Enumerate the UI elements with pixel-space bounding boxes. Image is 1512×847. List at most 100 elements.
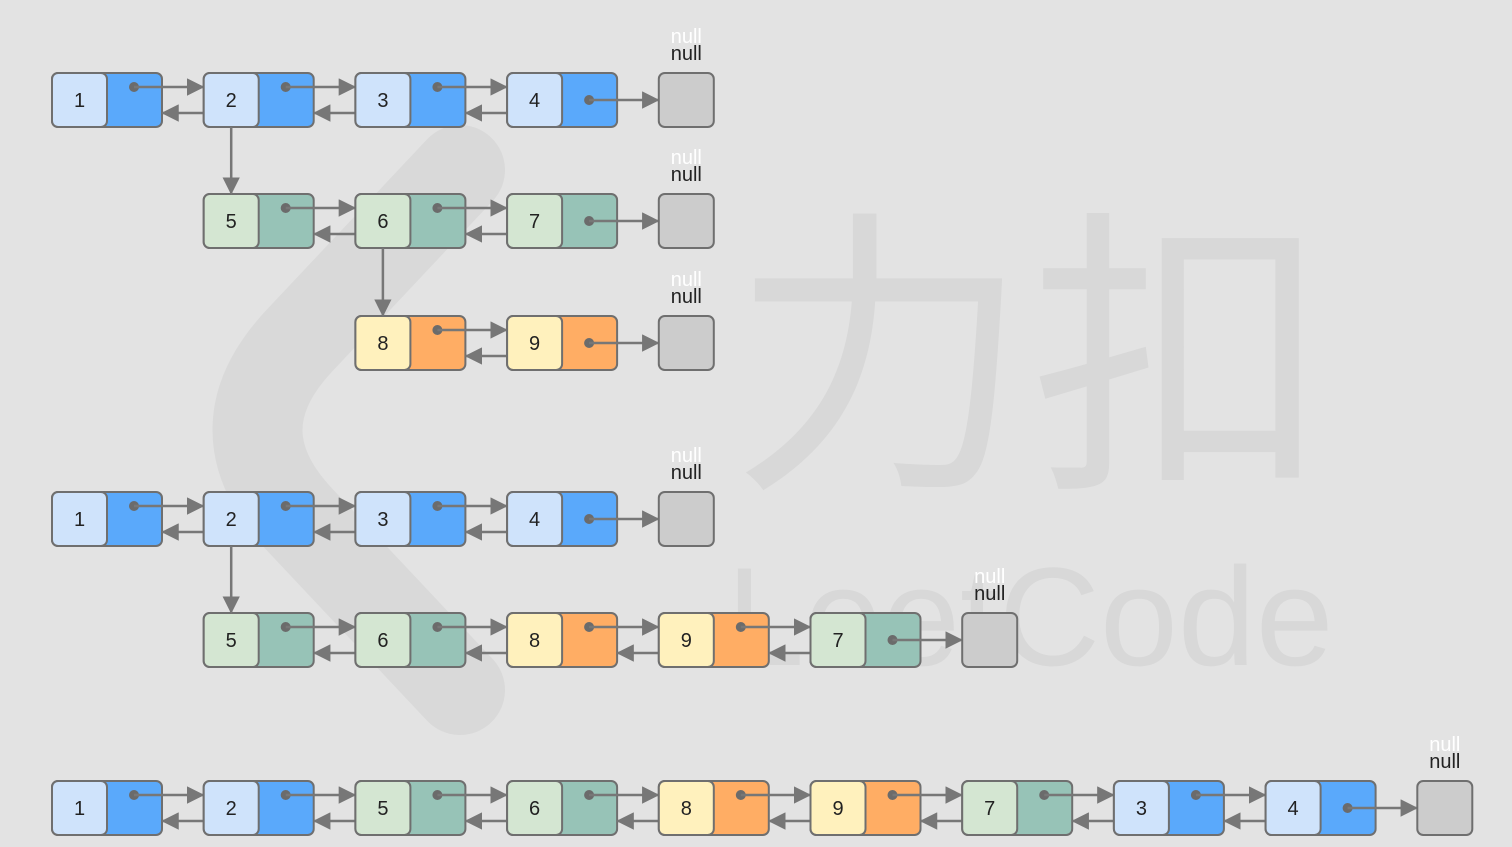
node-value-label: 5 bbox=[226, 211, 237, 233]
null-label-shadow: null bbox=[671, 269, 702, 291]
node-value-label: 1 bbox=[74, 798, 85, 820]
node-value-label: 7 bbox=[529, 211, 540, 233]
list-node-8: 8 bbox=[506, 612, 660, 668]
node-value-label: 9 bbox=[832, 798, 843, 820]
node-value-label: 2 bbox=[226, 90, 237, 112]
list-node-3: 3 bbox=[1112, 780, 1267, 836]
list-node-8: 8 bbox=[354, 315, 508, 371]
node-value-label: 4 bbox=[1288, 798, 1299, 820]
node-value-label: 2 bbox=[226, 509, 237, 531]
node-value-cell bbox=[506, 315, 564, 371]
node-value-label: 1 bbox=[74, 90, 85, 112]
list-node-5: 5 bbox=[202, 612, 357, 668]
node-value-cell bbox=[506, 612, 564, 668]
node-value-label: 3 bbox=[377, 90, 388, 112]
node-value-cell bbox=[51, 780, 108, 836]
node-value-label: 3 bbox=[377, 509, 388, 531]
node-value-label: 8 bbox=[681, 798, 692, 820]
node-value-cell bbox=[506, 193, 564, 249]
list-node-9: 9 bbox=[506, 315, 660, 371]
node-value-cell bbox=[657, 612, 715, 668]
node-value-cell bbox=[202, 780, 260, 836]
watermark-brand-cn: 力扣 bbox=[730, 187, 1330, 536]
null-box bbox=[657, 193, 715, 249]
node-value-label: 9 bbox=[529, 333, 540, 355]
null-box bbox=[657, 315, 715, 371]
list-node-7: 7 bbox=[961, 780, 1115, 836]
null-label: null bbox=[671, 462, 702, 484]
list-node-3: 3 bbox=[354, 72, 508, 128]
list-node-4: 4 bbox=[1264, 780, 1419, 836]
list-node-1: 1 bbox=[51, 72, 205, 128]
null-box bbox=[1416, 780, 1474, 836]
node-value-cell bbox=[1264, 780, 1322, 836]
node-value-label: 4 bbox=[529, 90, 540, 112]
null-label-shadow: null bbox=[671, 147, 702, 169]
node-value-cell bbox=[809, 780, 867, 836]
null-label: null bbox=[671, 164, 702, 186]
node-value-cell bbox=[657, 780, 715, 836]
node-value-cell bbox=[961, 780, 1019, 836]
list-node-7: 7 bbox=[809, 612, 963, 668]
node-value-cell bbox=[354, 72, 412, 128]
list-node-7: 7 bbox=[506, 193, 660, 249]
node-value-label: 3 bbox=[1136, 798, 1147, 820]
node-value-cell bbox=[506, 780, 564, 836]
node-value-label: 8 bbox=[529, 630, 540, 652]
null-box bbox=[961, 612, 1019, 668]
null-label: null bbox=[974, 583, 1005, 605]
node-value-cell bbox=[51, 72, 108, 128]
null-box bbox=[657, 72, 715, 128]
node-value-label: 1 bbox=[74, 509, 85, 531]
list-node-6: 6 bbox=[506, 780, 660, 836]
list-node-9: 9 bbox=[809, 780, 963, 836]
node-value-label: 2 bbox=[226, 798, 237, 820]
node-value-label: 6 bbox=[377, 630, 388, 652]
node-value-label: 9 bbox=[681, 630, 692, 652]
node-value-cell bbox=[354, 780, 412, 836]
null-label-shadow: null bbox=[1429, 734, 1460, 756]
null-label-shadow: null bbox=[671, 26, 702, 48]
list-node-1: 1 bbox=[51, 491, 205, 547]
node-value-label: 8 bbox=[377, 333, 388, 355]
node-value-label: 7 bbox=[984, 798, 995, 820]
list-node-2: 2 bbox=[202, 72, 357, 128]
node-value-label: 5 bbox=[377, 798, 388, 820]
node-value-label: 5 bbox=[226, 630, 237, 652]
node-value-cell bbox=[354, 612, 412, 668]
null-label: null bbox=[671, 286, 702, 308]
list-node-8: 8 bbox=[657, 780, 812, 836]
list-node-4: 4 bbox=[506, 72, 660, 128]
null-label: null bbox=[1429, 751, 1460, 773]
leetcode-watermark: 力扣 LeetCode bbox=[212, 125, 1334, 735]
node-value-cell bbox=[354, 491, 412, 547]
node-value-label: 4 bbox=[529, 509, 540, 531]
list-node-2: 2 bbox=[202, 491, 357, 547]
list-node-6: 6 bbox=[354, 612, 508, 668]
node-value-cell bbox=[809, 612, 867, 668]
node-value-cell bbox=[51, 491, 108, 547]
list-node-5: 5 bbox=[354, 780, 508, 836]
list-node-3: 3 bbox=[354, 491, 508, 547]
null-label: null bbox=[671, 43, 702, 65]
null-box bbox=[657, 491, 715, 547]
null-label-shadow: null bbox=[974, 566, 1005, 588]
list-node-4: 4 bbox=[506, 491, 660, 547]
null-label-shadow: null bbox=[671, 445, 702, 467]
